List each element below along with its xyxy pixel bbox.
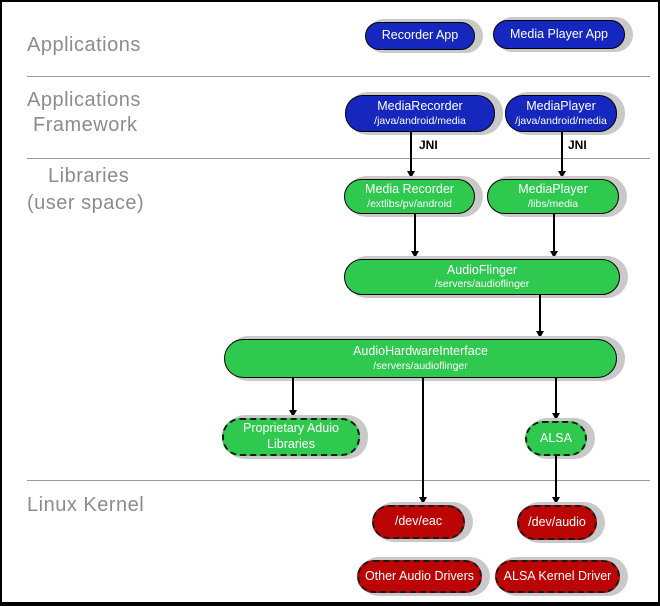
section-label-framework-line2: Framework	[33, 114, 138, 136]
node-path: /extlibs/pv/android	[367, 197, 452, 210]
arrow-mediaplayerlib-to-audioflinger	[553, 214, 555, 251]
arrow-mediarecorder-jni	[410, 132, 412, 171]
node-mediaplayer-framework: MediaPlayer /java/android/media	[505, 95, 617, 132]
jni-label-right: JNI	[568, 138, 587, 152]
node-path: /servers/audioflinger	[373, 359, 468, 372]
arrow-mediaplayer-jni	[561, 132, 563, 171]
section-label-linux-kernel: Linux Kernel	[27, 494, 145, 516]
node-title: Proprietary Aduio	[243, 421, 339, 436]
section-label-libraries-line1: Libraries	[48, 165, 130, 187]
node-alsa-kernel-driver: ALSA Kernel Driver	[495, 560, 620, 593]
node-dev-eac: /dev/eac	[372, 505, 465, 539]
arrow-ahi-to-dev-eac	[422, 378, 424, 497]
separator-applications-framework	[27, 76, 650, 77]
node-audioflinger: AudioFlinger /servers/audioflinger	[344, 259, 620, 295]
node-title: /dev/eac	[394, 514, 443, 529]
arrow-mediarecorderlib-to-audioflinger	[414, 214, 416, 251]
section-label-applications: Applications	[27, 34, 141, 56]
arrow-audioflinger-to-ahi	[539, 295, 541, 331]
node-path: /java/android/media	[374, 114, 466, 127]
node-path: /servers/audioflinger	[434, 278, 530, 291]
node-path: /libs/media	[527, 197, 579, 210]
node-title: AudioHardwareInterface	[353, 344, 488, 359]
node-title-line2: Libraries	[267, 437, 315, 451]
node-title: /dev/audio	[528, 514, 586, 529]
node-other-audio-drivers: Other Audio Drivers	[357, 560, 482, 593]
node-title: MediaPlayer	[526, 99, 596, 114]
node-proprietary-audio-libraries: Proprietary Aduio Libraries	[222, 418, 360, 456]
node-title: Recorder App	[381, 28, 459, 43]
node-dev-audio: /dev/audio	[517, 505, 597, 540]
node-mediarecorder-framework: MediaRecorder /java/android/media	[345, 95, 495, 132]
arrow-alsa-to-dev-audio	[555, 456, 557, 497]
node-title: AudioFlinger	[446, 262, 518, 277]
separator-framework-libraries	[27, 158, 650, 159]
node-title: Other Audio Drivers	[364, 568, 475, 583]
arrow-ahi-to-alsa	[555, 378, 557, 413]
node-path: /java/android/media	[515, 114, 607, 127]
jni-label-left: JNI	[419, 138, 438, 152]
node-media-recorder-lib: Media Recorder /extlibs/pv/android	[344, 179, 475, 214]
node-title: Media Player App	[510, 26, 608, 41]
node-title: MediaPlayer	[518, 182, 588, 197]
node-media-player-app: Media Player App	[493, 20, 625, 49]
section-label-framework-line1: Applications	[27, 89, 141, 111]
node-recorder-app: Recorder App	[365, 22, 475, 50]
node-title: ALSA	[540, 430, 572, 445]
section-label-libraries-line2: (user space)	[27, 192, 145, 214]
node-title: MediaRecorder	[377, 99, 463, 114]
node-title: Media Recorder	[365, 182, 454, 197]
separator-libraries-kernel	[27, 480, 650, 481]
node-alsa: ALSA	[525, 421, 587, 456]
node-title: ALSA Kernel Driver	[503, 568, 612, 583]
node-audio-hardware-interface: AudioHardwareInterface /servers/audiofli…	[224, 339, 617, 378]
node-mediaplayer-lib: MediaPlayer /libs/media	[487, 179, 619, 214]
arrow-ahi-to-proprietary	[292, 378, 294, 410]
